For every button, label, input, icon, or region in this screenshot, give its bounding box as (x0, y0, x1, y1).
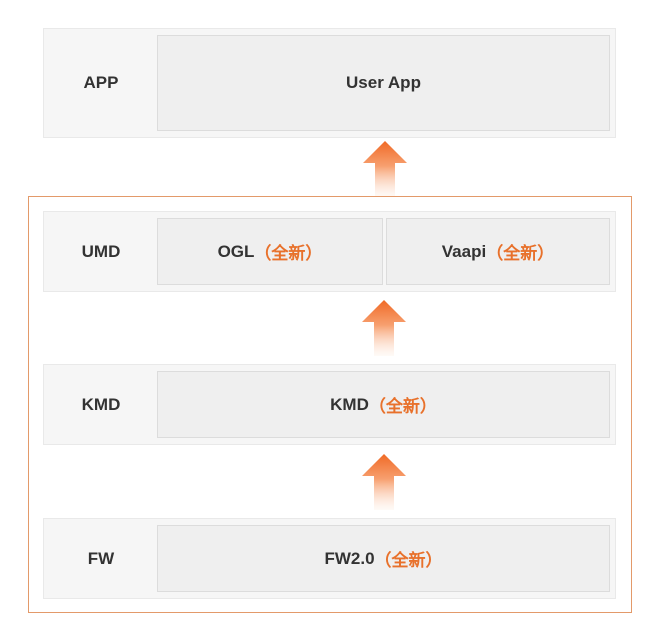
component-name: OGL (217, 241, 255, 261)
layer-label-fw: FW (87, 548, 115, 568)
layer-label-app: APP (83, 73, 119, 92)
new-tag: （全新） (368, 397, 437, 416)
arrow-up-icon (362, 454, 406, 510)
component-vaapi: Vaapi（全新） (386, 218, 610, 285)
new-tag: （全新） (486, 244, 555, 263)
new-tag: （全新） (254, 244, 323, 263)
arrow-up-icon (362, 300, 406, 356)
arrow-up-icon (363, 141, 407, 197)
new-tag: （全新） (374, 551, 443, 570)
layer-label-umd: UMD (81, 241, 121, 261)
component-user-app: User App (157, 35, 610, 131)
layer-app: APP User App (43, 28, 616, 138)
layer-kmd: KMD KMD（全新） (43, 364, 616, 445)
new-stack-frame (28, 196, 632, 613)
component-kmd: KMD（全新） (157, 371, 610, 438)
component-fw: FW2.0（全新） (157, 525, 610, 592)
layer-umd: UMD OGL（全新） Vaapi（全新） (43, 211, 616, 292)
component-name: User App (346, 73, 421, 92)
component-ogl: OGL（全新） (157, 218, 383, 285)
component-name: Vaapi (441, 241, 487, 261)
component-name: KMD (330, 394, 369, 414)
layer-label-kmd: KMD (81, 394, 121, 414)
layer-fw: FW FW2.0（全新） (43, 518, 616, 599)
component-name: FW2.0 (324, 548, 375, 568)
